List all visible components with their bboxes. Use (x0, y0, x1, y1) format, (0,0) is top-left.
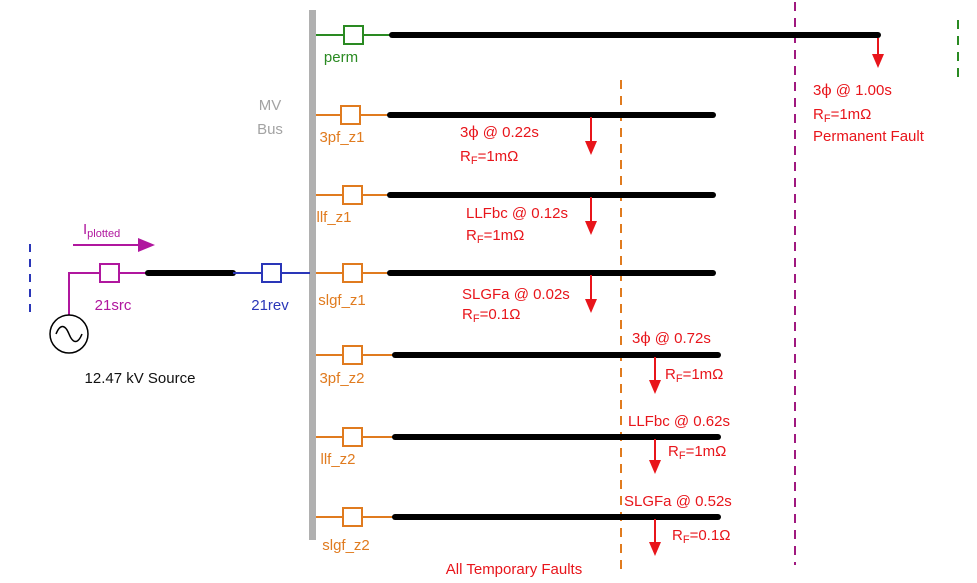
fault-type-label: SLGFa @ 0.02s (462, 286, 570, 303)
relay-label: 3pf_z1 (319, 129, 364, 146)
current-arrow-icon (138, 238, 155, 252)
fault-arrow-icon (649, 380, 661, 394)
fault-type-label: 3ϕ @ 0.72s (632, 329, 711, 347)
fault-type-label: SLGFa @ 0.52s (624, 493, 732, 510)
feeder-slgf-z1: slgf_z1 SLGFa @ 0.02s RF=0.1Ω (316, 263, 716, 325)
relay-21rev-label: 21rev (251, 297, 289, 314)
relay-slgf-z2-icon[interactable] (342, 507, 363, 527)
fault-resistance-label: RF=0.1Ω (672, 527, 730, 546)
fault-arrow-icon (585, 299, 597, 313)
relay-llf-z1-icon[interactable] (342, 185, 363, 205)
feeder-3pf-z2: 3pf_z2 3ϕ @ 0.72s RF=1mΩ (316, 329, 723, 394)
fault-resistance-label: RF=1mΩ (460, 148, 518, 167)
bus-label-line1: MV (259, 97, 282, 114)
relay-3pf-z1-icon[interactable] (340, 105, 361, 125)
relay-3pf-z2-icon[interactable] (342, 345, 363, 365)
fault-type-label: LLFbc @ 0.62s (628, 413, 730, 430)
fault-arrow-icon (649, 542, 661, 556)
relay-label: 3pf_z2 (319, 370, 364, 387)
feeder-3pf-z1: 3pf_z1 3ϕ @ 0.22s RF=1mΩ (316, 105, 716, 167)
fault-arrow-icon (585, 221, 597, 235)
bus-label-line2: Bus (257, 121, 283, 138)
relay-label: llf_z2 (320, 451, 355, 468)
source-wire (68, 272, 100, 315)
fault-arrow-icon (872, 54, 884, 68)
relay-label: perm (324, 49, 358, 66)
relay-21src-label: 21src (95, 297, 132, 314)
temporary-faults-note: All Temporary Faults (446, 561, 582, 578)
mv-bus (309, 10, 316, 540)
fault-resistance-label: RF=1mΩ (813, 106, 871, 125)
relay-label: slgf_z1 (318, 292, 366, 309)
feeder-perm: perm 3ϕ @ 1.00s RF=1mΩ Permanent Fault (316, 25, 925, 145)
relay-label: slgf_z2 (322, 537, 370, 554)
fault-resistance-label: RF=1mΩ (665, 366, 723, 385)
fault-type-label: 3ϕ @ 1.00s (813, 81, 892, 99)
feeder-slgf-z2: slgf_z2 SLGFa @ 0.52s RF=0.1Ω (316, 493, 732, 556)
source-branch: Iplotted 21src 21rev 12.47 kV Source (29, 221, 310, 387)
feeder-llf-z2: llf_z2 LLFbc @ 0.62s RF=1mΩ (316, 413, 730, 474)
feeder-llf-z1: llf_z1 LLFbc @ 0.12s RF=1mΩ (316, 185, 716, 246)
relay-slgf-z1-icon[interactable] (342, 263, 363, 283)
fault-arrow-icon (585, 141, 597, 155)
fault-resistance-label: RF=1mΩ (466, 227, 524, 246)
fault-resistance-label: RF=0.1Ω (462, 306, 520, 325)
fault-arrow-icon (649, 460, 661, 474)
ac-source-icon[interactable] (49, 314, 89, 354)
relay-perm-icon[interactable] (343, 25, 364, 45)
relay-llf-z2-icon[interactable] (342, 427, 363, 447)
fault-type-label: 3ϕ @ 0.22s (460, 123, 539, 141)
relay-21rev-icon[interactable] (261, 263, 282, 283)
fault-resistance-label: RF=1mΩ (668, 443, 726, 462)
relay-label: llf_z1 (316, 209, 351, 226)
source-name: 12.47 kV Source (85, 370, 196, 387)
current-label: Iplotted (83, 221, 120, 240)
relay-21src-icon[interactable] (99, 263, 120, 283)
fault-type-label: LLFbc @ 0.12s (466, 205, 568, 222)
permanent-fault-note: Permanent Fault (813, 128, 925, 145)
